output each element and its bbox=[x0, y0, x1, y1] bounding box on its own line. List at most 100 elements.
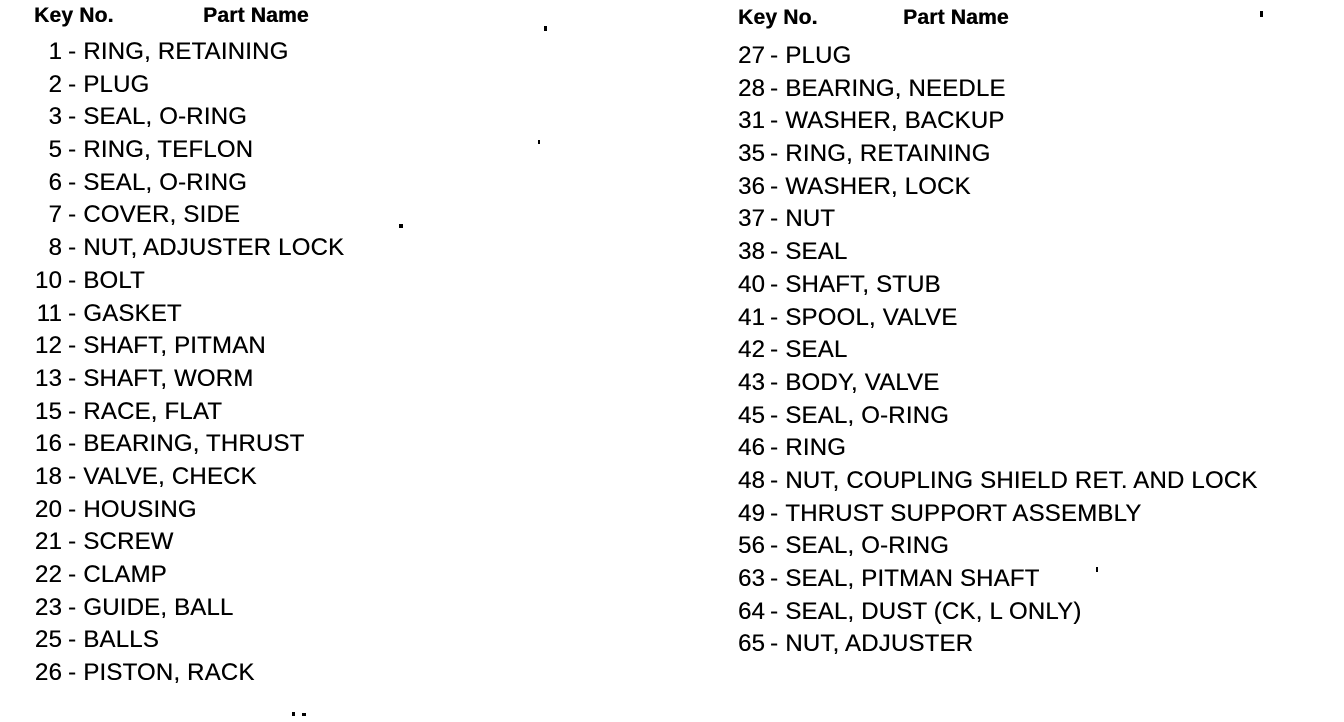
part-name: SEAL, O-RING bbox=[785, 401, 949, 429]
key-name-separator: - bbox=[770, 172, 779, 200]
parts-rows-left: 1 - RING, RETAINING 2 - PLUG 3 - SEAL, O… bbox=[34, 40, 344, 694]
part-name: NUT, ADJUSTER bbox=[785, 630, 974, 658]
part-key-number: 3 bbox=[48, 103, 62, 131]
key-name-separator: - bbox=[770, 368, 779, 396]
part-name: NUT, ADJUSTER LOCK bbox=[83, 234, 345, 262]
part-name: SEAL bbox=[785, 336, 848, 364]
part-key-number: 13 bbox=[34, 364, 62, 392]
scan-noise-speck bbox=[292, 712, 295, 716]
part-row: 27 - PLUG bbox=[738, 44, 1257, 77]
part-name: BALLS bbox=[83, 626, 159, 654]
part-key-number: 40 bbox=[738, 270, 766, 298]
part-row: 25 - BALLS bbox=[34, 628, 344, 661]
part-key-number: 11 bbox=[36, 299, 62, 327]
part-name: BOLT bbox=[83, 266, 145, 294]
part-key-number: 49 bbox=[738, 499, 766, 527]
part-key-number: 5 bbox=[48, 136, 62, 164]
key-name-separator: - bbox=[770, 532, 779, 560]
key-name-separator: - bbox=[770, 140, 779, 168]
part-name: GASKET bbox=[83, 299, 182, 327]
part-row: 21 - SCREW bbox=[34, 530, 344, 563]
part-row: 15 - RACE, FLAT bbox=[34, 397, 344, 433]
part-key-number: 6 bbox=[48, 168, 62, 196]
part-name: SPOOL, VALVE bbox=[785, 303, 958, 331]
part-name: NUT bbox=[785, 205, 836, 233]
part-name: WASHER, BACKUP bbox=[785, 107, 1005, 135]
part-key-number: 26 bbox=[34, 659, 62, 687]
part-key-number: 41 bbox=[738, 303, 766, 331]
part-row: 8 - NUT, ADJUSTER LOCK bbox=[34, 236, 344, 269]
key-name-separator: - bbox=[68, 70, 77, 98]
part-name: SEAL bbox=[785, 238, 848, 266]
part-key-number: 35 bbox=[738, 140, 766, 168]
part-name: THRUST SUPPORT ASSEMBLY bbox=[785, 499, 1142, 527]
part-row: 28 - BEARING, NEEDLE bbox=[738, 74, 1257, 110]
part-row: 43 - BODY, VALVE bbox=[738, 368, 1257, 404]
scan-noise-speck bbox=[399, 224, 403, 228]
part-name: RACE, FLAT bbox=[83, 397, 223, 425]
key-name-separator: - bbox=[68, 364, 77, 392]
part-row: 64 - SEAL, DUST (CK, L ONLY) bbox=[738, 597, 1257, 633]
part-key-number: 25 bbox=[34, 626, 62, 654]
part-row: 49 - THRUST SUPPORT ASSEMBLY bbox=[738, 499, 1257, 535]
parts-rows-right: 27 - PLUG 28 - BEARING, NEEDLE 31 - WASH… bbox=[738, 44, 1257, 665]
part-key-number: 48 bbox=[738, 466, 766, 494]
key-name-separator: - bbox=[68, 626, 77, 654]
key-name-separator: - bbox=[68, 168, 77, 196]
part-row: 56 - SEAL, O-RING bbox=[738, 534, 1257, 567]
part-row: 20 - HOUSING bbox=[34, 495, 344, 531]
part-row: 10 - BOLT bbox=[34, 266, 344, 302]
part-row: 45 - SEAL, O-RING bbox=[738, 401, 1257, 437]
part-key-number: 37 bbox=[738, 205, 766, 233]
part-name: SEAL, DUST (CK, L ONLY) bbox=[785, 597, 1082, 625]
key-name-separator: - bbox=[770, 74, 779, 102]
key-name-separator: - bbox=[770, 466, 779, 494]
part-key-number: 12 bbox=[34, 332, 62, 360]
part-name: SEAL, O-RING bbox=[83, 168, 247, 196]
key-name-separator: - bbox=[770, 205, 779, 233]
key-name-separator: - bbox=[68, 495, 77, 523]
part-name: SHAFT, STUB bbox=[785, 270, 941, 298]
part-key-number: 1 bbox=[48, 38, 62, 65]
part-row: 40 - SHAFT, STUB bbox=[738, 270, 1257, 306]
part-name: SCREW bbox=[83, 528, 174, 556]
part-key-number: 18 bbox=[34, 462, 62, 490]
part-key-number: 43 bbox=[738, 368, 766, 396]
part-row: 3 - SEAL, O-RING bbox=[34, 105, 344, 138]
part-key-number: 28 bbox=[738, 74, 766, 102]
part-key-number: 64 bbox=[738, 597, 766, 625]
part-name: BODY, VALVE bbox=[785, 368, 940, 396]
part-name: VALVE, CHECK bbox=[83, 462, 257, 490]
part-name: SHAFT, PITMAN bbox=[83, 332, 266, 360]
scan-noise-speck bbox=[544, 26, 547, 31]
part-key-number: 63 bbox=[738, 565, 766, 592]
part-name-header: Part Name bbox=[203, 4, 309, 27]
part-key-number: 7 bbox=[48, 201, 62, 229]
part-row: 12 - SHAFT, PITMAN bbox=[34, 334, 344, 367]
part-row: 7 - COVER, SIDE bbox=[34, 203, 344, 236]
key-name-separator: - bbox=[770, 270, 779, 298]
part-row: 63 - SEAL, PITMAN SHAFT bbox=[738, 567, 1257, 600]
key-name-separator: - bbox=[770, 597, 779, 625]
part-row: 35 - RING, RETAINING bbox=[738, 142, 1257, 175]
part-row: 46 - RING bbox=[738, 436, 1257, 469]
part-name: NUT, COUPLING SHIELD RET. AND LOCK bbox=[785, 466, 1258, 494]
part-name: WASHER, LOCK bbox=[785, 172, 971, 200]
key-name-separator: - bbox=[68, 234, 77, 262]
key-name-separator: - bbox=[770, 499, 779, 527]
part-row: 23 - GUIDE, BALL bbox=[34, 593, 344, 629]
part-row: 5 - RING, TEFLON bbox=[34, 138, 344, 171]
part-name: GUIDE, BALL bbox=[83, 593, 234, 621]
part-key-number: 38 bbox=[738, 238, 766, 266]
part-key-number: 21 bbox=[34, 528, 62, 556]
part-row: 42 - SEAL bbox=[738, 338, 1257, 371]
key-name-separator: - bbox=[68, 397, 77, 425]
key-name-separator: - bbox=[770, 401, 779, 429]
part-key-number: 36 bbox=[738, 172, 766, 200]
key-name-separator: - bbox=[770, 238, 779, 266]
key-name-separator: - bbox=[68, 103, 77, 131]
part-name: BEARING, THRUST bbox=[83, 430, 305, 458]
part-key-number: 46 bbox=[738, 434, 766, 462]
part-row: 31 - WASHER, BACKUP bbox=[738, 109, 1257, 142]
part-key-number: 16 bbox=[34, 430, 62, 458]
